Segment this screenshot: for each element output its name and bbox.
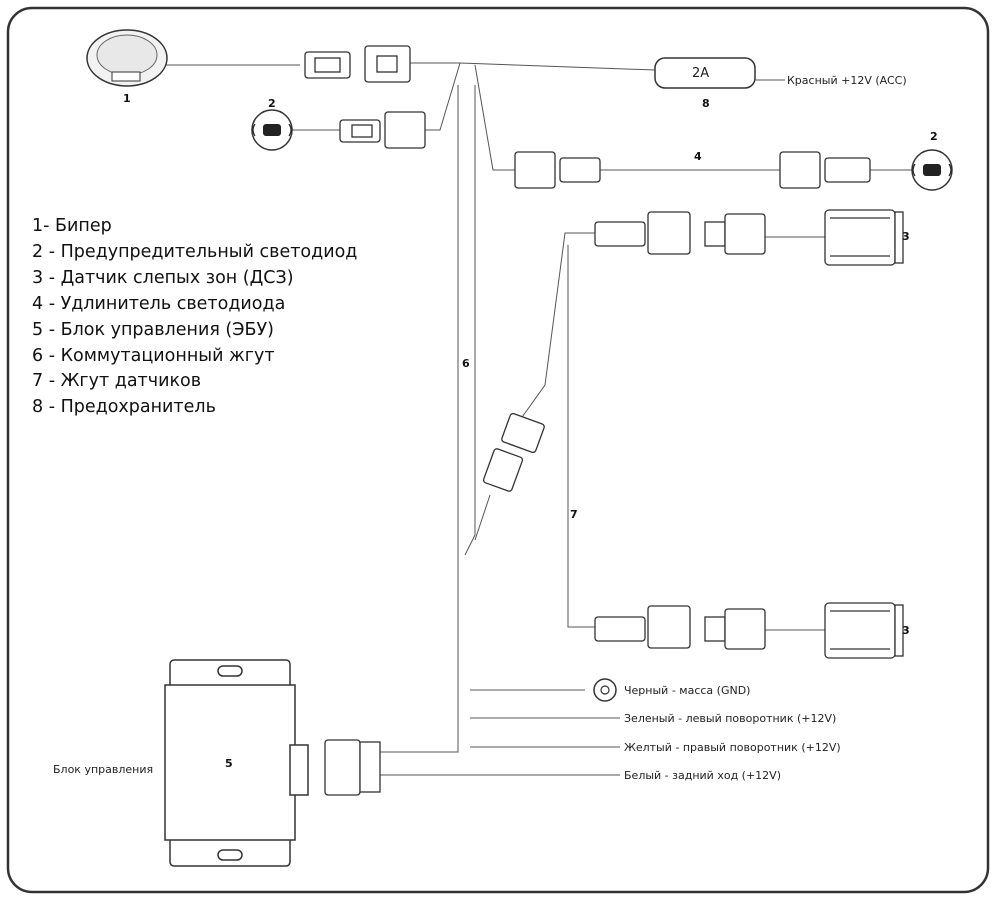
callout-led-right: 2 [930, 130, 938, 143]
led-top-link [425, 62, 461, 131]
wire-black-label: Черный - масса (GND) [624, 684, 751, 697]
fuse-box [654, 57, 756, 89]
ecu-box [164, 659, 309, 867]
sensor-harness-bottom [567, 245, 595, 628]
legend-item: 7 - Жгут датчиков [32, 371, 202, 392]
callout-led-top: 2 [268, 97, 276, 110]
sensor-top-connectors [594, 211, 766, 255]
callout-led-ext: 4 [694, 150, 702, 163]
legend-item: 2 - Предупредительный светодиод [32, 241, 358, 262]
wire-white-label: Белый - задний ход (+12V) [624, 769, 781, 782]
callout-sensor-bottom: 3 [902, 624, 910, 637]
sensor-bottom-connectors [594, 605, 766, 650]
callout-sensor-top: 3 [902, 230, 910, 243]
sensor-top-icon [824, 209, 904, 266]
main-trunk-top [410, 62, 656, 71]
led-ext-branch [474, 64, 515, 171]
wire-yellow-label: Желтый - правый поворотник (+12V) [624, 741, 841, 754]
ecu-label: Блок управления [53, 763, 154, 776]
legend-item: 8 - Предохранитель [32, 397, 216, 418]
led-top-connector-b [384, 111, 426, 149]
legend: 1- Бипер 2 - Предупредительный светодиод… [32, 214, 357, 421]
harness-6-line [380, 85, 459, 753]
led-right-icon [911, 149, 953, 191]
legend-item: 6 - Коммутационный жгут [32, 345, 275, 366]
ground-ring-icon [593, 678, 617, 702]
led-top-icon [251, 109, 293, 151]
sensor-bottom-icon [824, 602, 904, 659]
legend-item: 4 - Удлинитель светодиода [32, 293, 286, 314]
wire-green-label: Зеленый - левый поворотник (+12V) [624, 712, 837, 725]
beeper-connector-male [304, 51, 351, 79]
callout-sensor-harness: 7 [570, 508, 578, 521]
beeper-connector-female [364, 45, 411, 83]
sensor-harness-top [519, 232, 595, 421]
ecu-connector [324, 739, 381, 796]
fuse-rating: 2A [692, 66, 710, 81]
diagram-frame [6, 6, 990, 894]
harness-mid-connector-b [482, 448, 524, 492]
harness-mid-connector-a [501, 412, 545, 454]
callout-ecu: 5 [225, 757, 233, 770]
legend-item: 5 - Блок управления (ЭБУ) [32, 319, 274, 340]
power-wire-label: Красный +12V (ACC) [787, 74, 907, 87]
callout-fuse: 8 [702, 97, 710, 110]
legend-item: 1- Бипер [32, 216, 112, 236]
led-top-connector-a [339, 119, 381, 143]
beeper-icon [86, 29, 168, 87]
led-ext-connector-left [514, 151, 601, 189]
harness-6-branch [464, 85, 476, 556]
callout-harness: 6 [462, 357, 470, 370]
sensor-harness-link [474, 494, 491, 541]
legend-item: 3 - Датчик слепых зон (ДСЗ) [32, 267, 294, 288]
led-ext-connector-right [779, 151, 871, 189]
callout-beeper: 1 [123, 92, 131, 105]
